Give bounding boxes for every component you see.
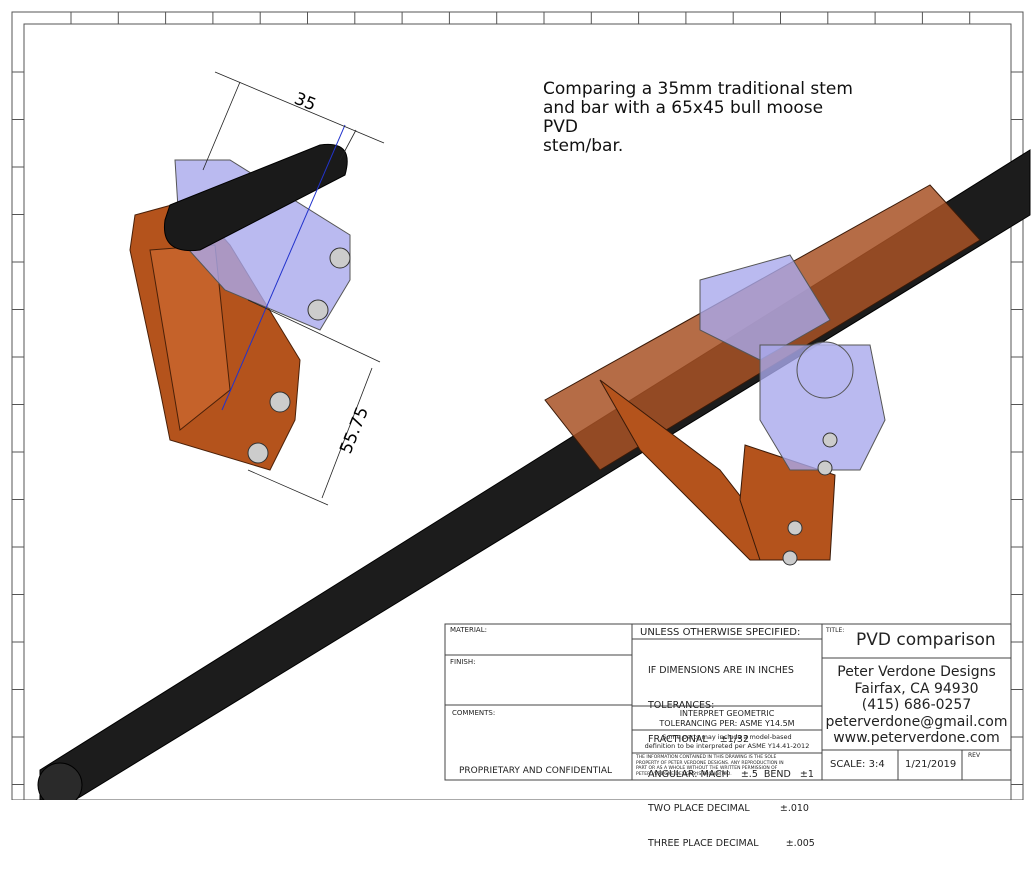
- interpret-line: TOLERANCING PER: ASME Y14.5M: [659, 719, 795, 728]
- tolerance-line: TOLERANCES:: [648, 699, 715, 711]
- tolerance-line: THREE PLACE DECIMAL ±.005: [648, 837, 815, 849]
- outer-border: [11, 11, 1024, 800]
- comments-label: COMMENTS:: [452, 709, 496, 717]
- title-block-frame: [444, 623, 1012, 781]
- company-website: www.peterverdone.com: [833, 730, 1000, 746]
- zone-ticks: [12, 12, 1023, 785]
- traditional-stem-assembly: [129, 124, 351, 471]
- dimension-55-75: 55.75: [336, 404, 373, 457]
- note-line: and bar with a 65x45 bull moose PVD: [543, 98, 824, 137]
- finish-label: FINISH:: [450, 658, 476, 666]
- tolerance-line: IF DIMENSIONS ARE IN INCHES: [648, 665, 794, 676]
- drawing-title: PVD comparison: [856, 630, 996, 650]
- comparison-note: Comparing a 35mm traditional stem and ba…: [543, 80, 863, 156]
- disclaimer: THE INFORMATION CONTAINED IN THIS DRAWIN…: [636, 755, 784, 777]
- disclaimer-line: THE INFORMATION CONTAINED IN THIS DRAWIN…: [636, 755, 777, 760]
- disclaimer-line: PART OR AS A WHOLE WITHOUT THE WRITTEN P…: [636, 766, 778, 771]
- note-line: Comparing a 35mm traditional stem: [543, 79, 853, 99]
- unless-specified: UNLESS OTHERWISE SPECIFIED:: [640, 627, 801, 638]
- inner-border: [23, 23, 1012, 800]
- model-based-note: Some parts may include a model-based def…: [632, 733, 822, 750]
- tolerance-line: TWO PLACE DECIMAL ±.010: [648, 803, 809, 814]
- interpret-note: INTERPRET GEOMETRIC TOLERANCING PER: ASM…: [632, 709, 822, 729]
- tolerance-line: ANGULAR: MACH ±.5 BEND ±1: [648, 768, 814, 780]
- company-info: Peter Verdone Designs Fairfax, CA 94930 …: [822, 664, 1011, 747]
- dimension-lines: [202, 71, 385, 506]
- disclaimer-line: PROPERTY OF PETER VERDONE DESIGNS. ANY R…: [636, 760, 784, 766]
- tolerance-line: FRACTIONAL ±1/32: [648, 734, 749, 745]
- drawing-sheet: 35 55.75: [11, 11, 1031, 800]
- material-label: MATERIAL:: [450, 626, 487, 634]
- interpret-line: INTERPRET GEOMETRIC: [679, 709, 775, 718]
- dimension-35: 35: [291, 89, 319, 116]
- pvd-bar-assembly: [37, 149, 1031, 800]
- company-address: Fairfax, CA 94930: [854, 680, 979, 697]
- company-phone: (415) 686-0257: [861, 697, 972, 713]
- company-name: Peter Verdone Designs: [837, 664, 996, 680]
- company-email: peterverdone@gmail.com: [825, 713, 1008, 730]
- model-based-line: Some parts may include a model-based: [662, 733, 792, 741]
- date: 1/21/2019: [905, 759, 957, 770]
- disclaimer-line: PETER VERDONE DESIGNS IS PROHIBITED.: [636, 771, 732, 777]
- rev-label: REV: [968, 752, 981, 759]
- scale: SCALE: 3:4: [830, 759, 885, 770]
- title-label: TITLE:: [826, 627, 845, 634]
- note-line: stem/bar.: [543, 136, 624, 156]
- proprietary-label: PROPRIETARY AND CONFIDENTIAL: [459, 766, 613, 776]
- model-based-line: definition to be interpreted per ASME Y1…: [644, 741, 810, 750]
